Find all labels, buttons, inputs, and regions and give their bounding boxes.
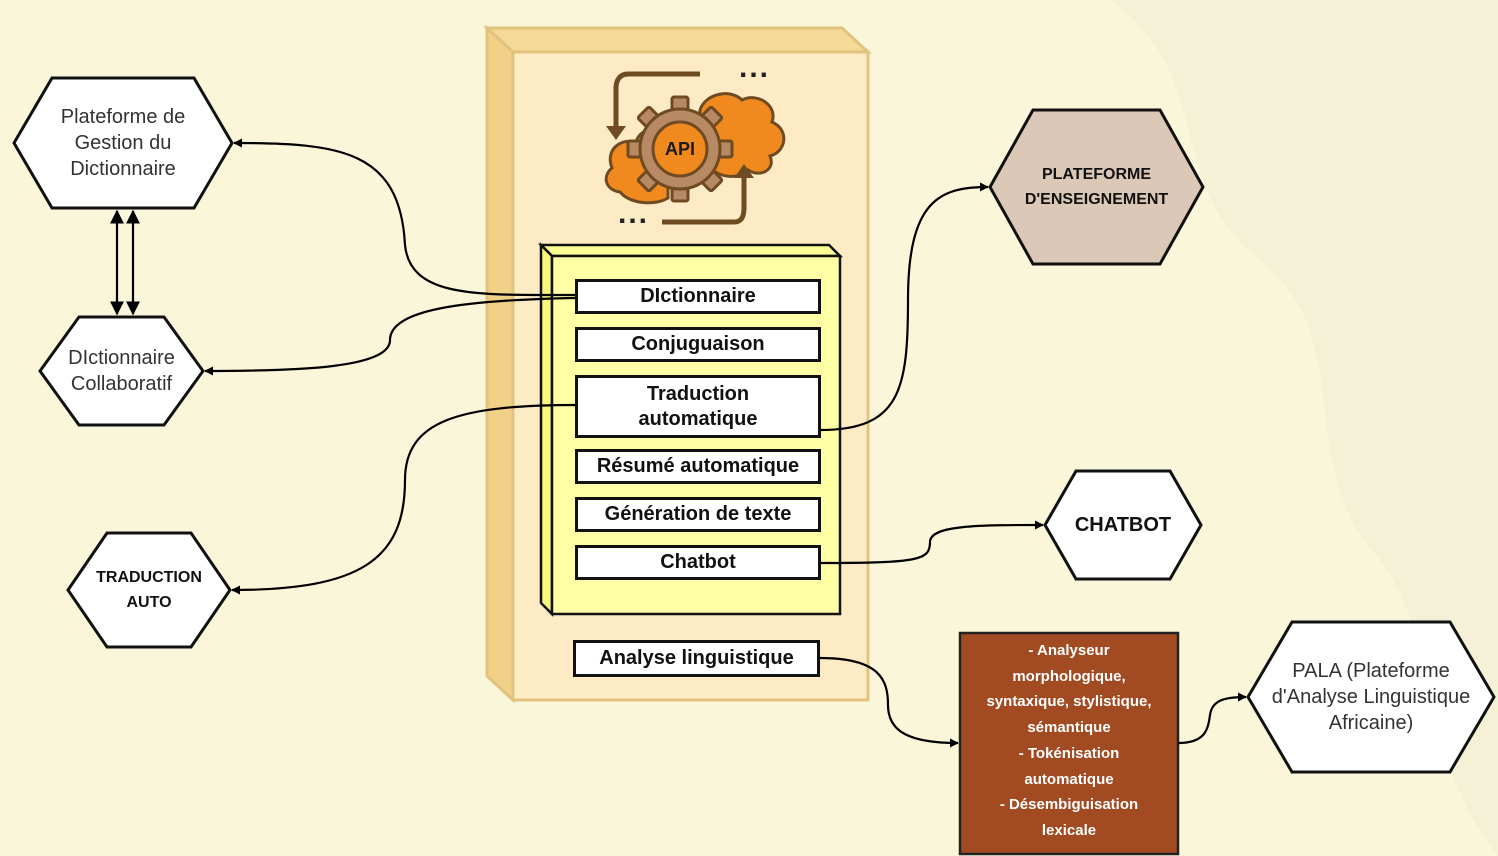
hex-pala-line-3: Africaine)	[1328, 712, 1414, 734]
hex-plateforme-enseignement[interactable]	[988, 108, 1205, 266]
connector-chatbot	[819, 520, 1044, 565]
hex-gestion-line-2: Gestion du	[74, 132, 172, 154]
hex-enseignement-line-2: D'ENSEIGNEMENT	[1024, 191, 1169, 208]
hex-collab-line-2: Collaboratif	[70, 373, 173, 395]
hex-plateforme-gestion[interactable]	[12, 76, 234, 210]
hex-gestion-line-3: Dictionnaire	[70, 158, 176, 180]
hex-enseignement-line-1: PLATEFORME	[1041, 166, 1152, 183]
analysis-features-box	[958, 631, 1180, 856]
hex-collab-label: DIctionnaire Collaboratif	[40, 319, 203, 423]
module-generation[interactable]: Génération de texte	[575, 497, 821, 532]
analysis-feature-line: - Analyseur	[1028, 642, 1110, 659]
hex-traduction-line-1: TRADUCTION	[96, 569, 202, 586]
analysis-features-list: - Analyseur morphologique, syntaxique, s…	[962, 638, 1176, 854]
hex-traduction-label: TRADUCTION AUTO	[68, 535, 230, 645]
hex-chatbot-line-1: CHATBOT	[1074, 513, 1172, 536]
connectors	[110, 138, 1247, 748]
connector-analyse	[819, 656, 959, 748]
module-chatbot[interactable]: Chatbot	[575, 545, 821, 580]
connector-enseignement	[819, 182, 989, 432]
hex-dictionnaire-collaboratif[interactable]	[38, 315, 205, 427]
module-traduction-line-1: Traduction	[646, 382, 750, 405]
hex-enseignement-label: PLATEFORME D'ENSEIGNEMENT	[990, 112, 1203, 262]
hex-pala[interactable]	[1246, 620, 1496, 774]
module-conjugaison[interactable]: Conjuguaison	[575, 327, 821, 362]
analysis-feature-line: automatique	[1024, 770, 1114, 788]
hex-pala-label: PALA (Plateforme d'Analyse Linguistique …	[1248, 624, 1494, 770]
connector-pala	[1177, 692, 1247, 745]
hex-traduction-auto[interactable]	[66, 531, 232, 649]
dots-bottom: ...	[618, 197, 650, 230]
analysis-feature-line: lexicale	[1041, 821, 1097, 839]
analysis-feature-line: sémantique	[1027, 719, 1111, 737]
analysis-feature-line: syntaxique, stylistique,	[986, 693, 1152, 711]
connector-dictionnaire-collaboratif	[204, 296, 578, 376]
hex-pala-line-2: d'Analyse Linguistique	[1271, 686, 1471, 708]
connector-traduction-auto	[231, 403, 578, 595]
module-resume[interactable]: Résumé automatique	[575, 449, 821, 484]
module-traduction-line-2: automatique	[638, 407, 758, 430]
hex-pala-line-1: PALA (Plateforme	[1292, 660, 1450, 682]
module-analyse-linguistique[interactable]: Analyse linguistique	[573, 640, 820, 677]
dots-top: ...	[739, 51, 771, 84]
analysis-feature-line: - Tokénisation	[1018, 744, 1120, 762]
hex-chatbot-label: CHATBOT	[1045, 473, 1201, 577]
hex-chatbot[interactable]	[1043, 469, 1203, 581]
hex-gestion-line-1: Plateforme de	[60, 106, 186, 128]
hex-traduction-line-2: AUTO	[126, 594, 172, 611]
analysis-feature-line: - Désembiguisation	[999, 796, 1139, 814]
analysis-feature-line: morphologique,	[1012, 667, 1126, 685]
module-traduction[interactable]: Traduction automatique	[575, 375, 821, 438]
api-badge: API	[664, 138, 695, 159]
module-dictionnaire[interactable]: DIctionnaire	[575, 279, 821, 314]
api-gear-brain-icon	[604, 71, 786, 225]
hex-collab-line-1: DIctionnaire	[68, 347, 175, 369]
hex-gestion-label: Plateforme de Gestion du Dictionnaire	[14, 80, 232, 206]
background-wave	[1110, 0, 1498, 856]
connector-dictionnaire-gestion	[233, 138, 577, 297]
